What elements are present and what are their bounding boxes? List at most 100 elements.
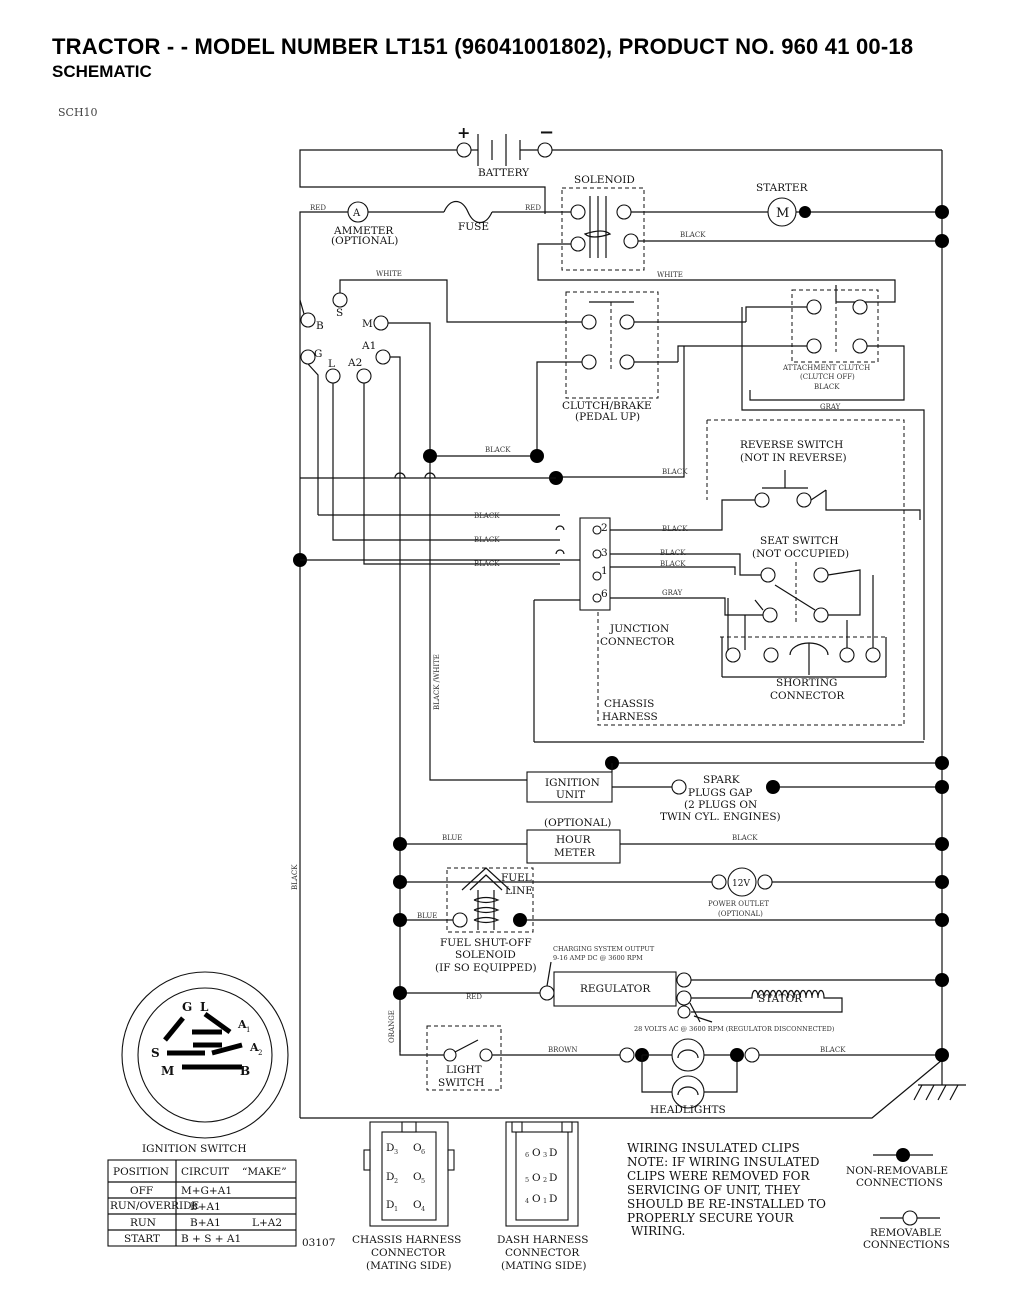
note-line: WIRING. — [631, 1224, 685, 1238]
pin-label: D — [549, 1193, 557, 1205]
ignition-switch-icon: G L A 1 S A 2 M B — [121, 971, 289, 1139]
pin-number: 5 — [525, 1176, 529, 1184]
dash-connector-label-3: (MATING SIDE) — [501, 1260, 586, 1272]
chassis-harness: CHASSIS HARNESS — [533, 419, 924, 743]
fuel-shutoff-solenoid: FUEL LINE BLUE FUEL SHUT-OFF SOLENOID (I… — [393, 867, 949, 974]
ignition-table-caption: IGNITION SWITCH — [142, 1143, 246, 1155]
chassis-harness-label: CHASSIS — [604, 698, 654, 710]
chassis-connector-label-2: CONNECTOR — [371, 1247, 446, 1259]
shorting-connector-label-2: CONNECTOR — [770, 690, 845, 702]
ign-terminal-a2: A2 — [347, 357, 362, 369]
ign-terminal-b: B — [316, 320, 324, 332]
wire-label-black: BLACK — [820, 1046, 846, 1054]
wire-label-red: RED — [310, 204, 326, 212]
legend-non-removable-2: CONNECTIONS — [856, 1177, 943, 1189]
junction-connector: 2 3 1 6 BLACK BLACK BLACK GRAY JUNCTION … — [534, 499, 770, 648]
fuel-shutoff-equipped-label: (IF SO EQUIPPED) — [435, 962, 537, 974]
pin-label: D — [549, 1147, 557, 1159]
headlights-label: HEADLIGHTS — [650, 1104, 726, 1116]
seat-switch-label: SEAT SWITCH — [760, 535, 839, 547]
ign-icon-a2: A — [249, 1041, 259, 1054]
wire-label-black: BLACK — [291, 864, 299, 890]
wire-label-gray: GRAY — [662, 589, 683, 597]
reverse-switch: REVERSE SWITCH (NOT IN REVERSE) — [740, 439, 921, 520]
ign-icon-a1-sub: 1 — [246, 1026, 250, 1034]
wire-label-black: BLACK — [680, 231, 706, 239]
dash-connector-label: DASH HARNESS — [497, 1234, 588, 1246]
charging-output-label: CHARGING SYSTEM OUTPUT — [553, 945, 655, 953]
fuse-label: FUSE — [458, 221, 489, 233]
note-line: SHOULD BE RE-INSTALLED TO — [627, 1197, 826, 1211]
pin-label: D — [549, 1172, 557, 1184]
starter: M STARTER BLACK — [631, 182, 949, 248]
table-cell: START — [124, 1233, 160, 1245]
hour-meter-optional-label: (OPTIONAL) — [544, 817, 611, 829]
ign-terminal-m: M — [362, 318, 373, 330]
attachment-clutch-switch: ATTACHMENT CLUTCH (CLUTCH OFF) BLACK GRA… — [556, 289, 925, 740]
power-outlet-label: POWER OUTLET — [708, 900, 769, 908]
stator-label: STATOR — [758, 993, 803, 1005]
fuel-shutoff-solenoid-label: SOLENOID — [455, 949, 516, 961]
shorting-connector: SHORTING CONNECTOR — [720, 575, 887, 702]
note-line: SERVICING OF UNIT, THEY — [627, 1183, 801, 1197]
pin-label: D — [386, 1171, 394, 1183]
light-switch-headlights: ORANGE LIGHT SWITCH BROWN BLACK HEADLIGH… — [388, 1010, 949, 1116]
frame-wires — [299, 149, 966, 1119]
spark-plugs-label: SPARK — [703, 774, 740, 786]
wire-label-red: RED — [525, 204, 541, 212]
ign-terminal-g: G — [314, 348, 322, 360]
note-line: NOTE: IF WIRING INSULATED — [627, 1155, 820, 1169]
red-supply-wire: A RED RED AMMETER (OPTIONAL) FUSE — [299, 200, 571, 300]
pin-label: O — [413, 1171, 422, 1183]
black-bus-wires: BLACK BLACK BLACK BLACK BLACK — [293, 446, 688, 568]
table-cell: B + S + A1 — [181, 1233, 241, 1245]
power-outlet-optional-label: (OPTIONAL) — [718, 910, 763, 918]
note-line: CLIPS WERE REMOVED FOR — [627, 1169, 810, 1183]
starter-symbol: M — [776, 206, 789, 221]
solenoid-label: SOLENOID — [574, 174, 635, 186]
fuel-shutoff-label: FUEL SHUT-OFF — [440, 937, 532, 949]
battery-minus-label: − — [539, 122, 554, 143]
pin-number: 4 — [421, 1205, 425, 1213]
dash-connector-label-2: CONNECTOR — [505, 1247, 580, 1259]
ign-icon-g: G — [182, 1000, 192, 1014]
pin-number: 5 — [421, 1177, 425, 1185]
ign-terminal-a1: A1 — [361, 340, 376, 352]
ignition-unit-label-2: UNIT — [556, 789, 585, 801]
chassis-connector-label-3: (MATING SIDE) — [366, 1260, 451, 1272]
ignition-switch-table: IGNITION SWITCH POSITION CIRCUIT “MAKE” … — [107, 1143, 335, 1249]
fuel-line-label: FUEL — [501, 872, 532, 884]
note-line: PROPERLY SECURE YOUR — [627, 1211, 795, 1225]
pin-number: 2 — [543, 1176, 547, 1184]
shorting-connector-label: SHORTING — [776, 677, 837, 689]
wire-label-gray: GRAY — [820, 403, 841, 411]
battery-plus-label: + — [457, 123, 470, 142]
starter-label: STARTER — [756, 182, 809, 194]
pin-label: O — [532, 1172, 541, 1184]
clutch-brake-switch: CLUTCH/BRAKE (PEDAL UP) — [536, 291, 807, 456]
wire-label-brown: BROWN — [548, 1046, 577, 1054]
hour-meter-label-2: METER — [554, 847, 596, 859]
ammeter-optional-label: (OPTIONAL) — [331, 235, 398, 247]
pin-number: 1 — [543, 1197, 547, 1205]
wiring-note: WIRING INSULATED CLIPS NOTE: IF WIRING I… — [627, 1141, 826, 1238]
spark-plugs-engines-label: TWIN CYL. ENGINES) — [660, 811, 781, 823]
spark-plugs-count-label: (2 PLUGS ON — [684, 799, 757, 811]
solenoid: SOLENOID — [561, 174, 645, 271]
light-switch-label: LIGHT — [446, 1064, 482, 1076]
table-cell: RUN — [130, 1217, 156, 1229]
page-subtitle: SCHEMATIC — [52, 62, 152, 81]
table-cell: M+G+A1 — [181, 1185, 232, 1197]
pin-number: 6 — [421, 1148, 425, 1156]
pin-number: 2 — [394, 1177, 398, 1185]
pin-label: D — [386, 1199, 394, 1211]
ign-terminal-s: S — [336, 307, 343, 319]
junction-pin: 2 — [601, 522, 608, 534]
dash-harness-connector: 6 O 3 D 5 O 2 D 4 O 1 D DASH HARNESS CON… — [497, 1121, 588, 1272]
note-title: WIRING INSULATED CLIPS — [627, 1141, 800, 1155]
table-cell: RUN/OVERRIDE — [110, 1200, 199, 1212]
pin-number: 1 — [394, 1205, 398, 1213]
table-cell: B+A1 — [190, 1201, 221, 1213]
seat-switch-sub-label: (NOT OCCUPIED) — [752, 548, 849, 560]
